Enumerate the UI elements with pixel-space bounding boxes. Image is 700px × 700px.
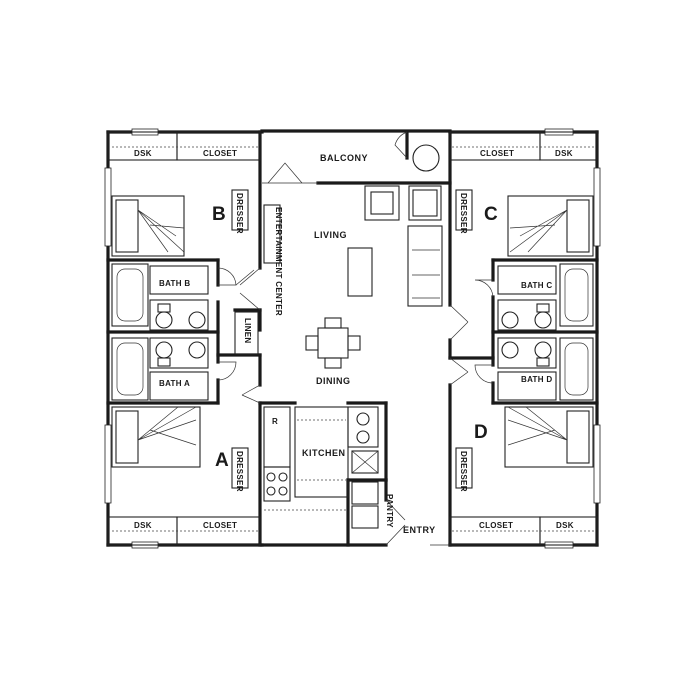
room-label-living: LIVING: [314, 230, 347, 240]
living-furniture: [263, 185, 443, 307]
kitchen-fixtures: [263, 406, 379, 529]
refrigerator-label: R: [272, 417, 278, 426]
entertainment-center-label: ENTERTAINMENT CENTER: [274, 207, 283, 316]
closet-label-d: CLOSET: [479, 521, 513, 530]
closet-label-a-small: DSK: [134, 521, 152, 530]
room-label-kitchen: KITCHEN: [302, 448, 346, 458]
closets: [107, 131, 598, 546]
labels: BALCONY LIVING DINING KITCHEN ENTRY BATH…: [134, 149, 574, 535]
bedroom-letter-a: A: [215, 450, 229, 471]
closet-label-c: CLOSET: [480, 149, 514, 158]
closet-label-b: CLOSET: [203, 149, 237, 158]
bedroom-letter-d: D: [474, 422, 488, 443]
room-label-bath-a: BATH A: [159, 379, 190, 388]
beds: [111, 195, 594, 468]
room-label-bath-c: BATH C: [521, 281, 552, 290]
linen-label: LINEN: [243, 318, 252, 344]
closet-label-c-small: DSK: [555, 149, 573, 158]
closet-label-a: CLOSET: [203, 521, 237, 530]
pantry-label: PANTRY: [385, 494, 394, 528]
room-label-balcony: BALCONY: [320, 153, 368, 163]
dresser-label-a: DRESSER: [235, 451, 244, 492]
dresser-label-b: DRESSER: [235, 193, 244, 234]
bath-fixtures: [111, 263, 594, 401]
room-label-dining: DINING: [316, 376, 351, 386]
bedroom-letter-b: B: [212, 204, 226, 225]
room-label-bath-d: BATH D: [521, 375, 552, 384]
balcony-fixtures: [412, 144, 440, 172]
interior-walls: [106, 130, 599, 547]
doors: [217, 131, 494, 546]
room-label-entry: ENTRY: [403, 525, 436, 535]
dresser-label-c: DRESSER: [459, 193, 468, 234]
closet-label-b-small: DSK: [134, 149, 152, 158]
dresser-label-d: DRESSER: [459, 451, 468, 492]
dressers: [231, 189, 473, 489]
bedroom-letter-c: C: [484, 204, 498, 225]
closet-label-d-small: DSK: [556, 521, 574, 530]
room-label-bath-b: BATH B: [159, 279, 190, 288]
dining-table: [305, 317, 361, 369]
